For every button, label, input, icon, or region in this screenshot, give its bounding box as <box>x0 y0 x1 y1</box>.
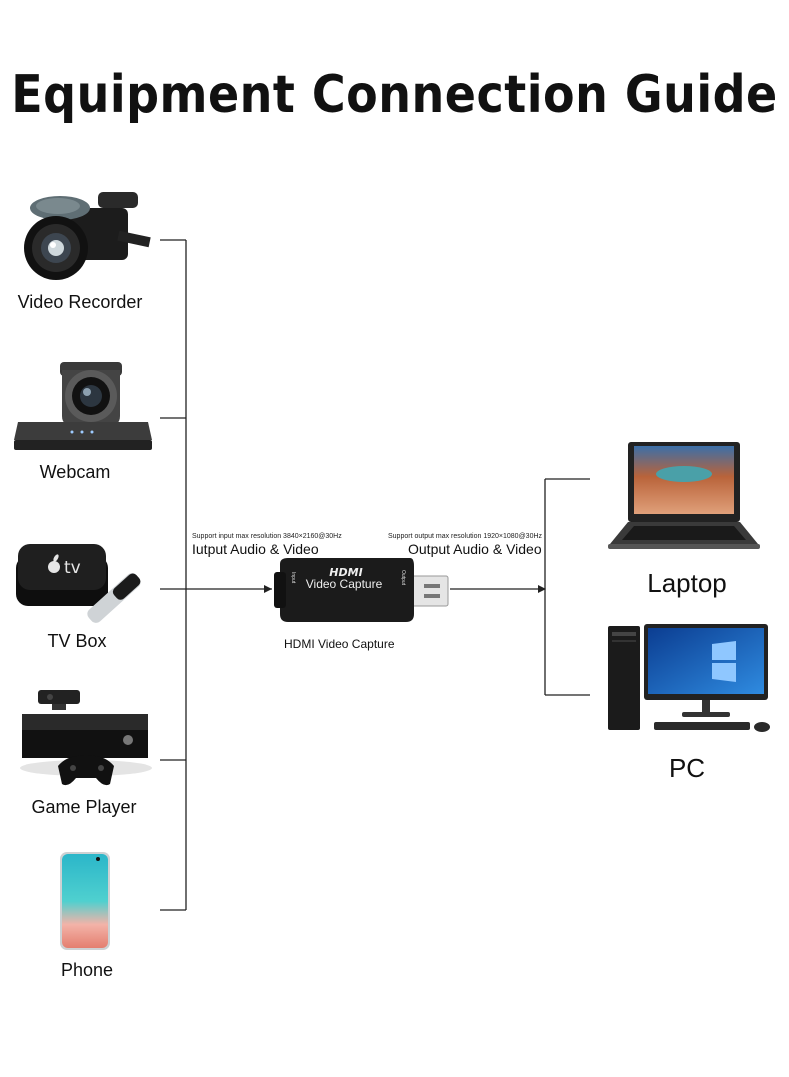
video-recorder-icon <box>24 192 151 280</box>
input-resolution-spec: Support input max resolution 3840×2160@3… <box>192 533 342 540</box>
device-text: Video Capture <box>306 577 383 591</box>
game-player-icon <box>20 690 152 786</box>
webcam-icon <box>14 362 152 450</box>
video-recorder-label: Video Recorder <box>17 292 143 312</box>
output-arrowhead <box>538 585 546 593</box>
hdmi-brand: HDMI <box>329 566 362 579</box>
laptop-icon <box>608 442 760 549</box>
pc-icon <box>608 624 770 732</box>
side-input-text: Input <box>290 572 296 584</box>
apple-logo-icon <box>48 554 60 573</box>
tv-logo: tv <box>64 558 81 578</box>
tv-box-label: TV Box <box>47 631 107 651</box>
input-label: Iutput Audio & Video <box>192 541 319 557</box>
webcam-label: Webcam <box>39 462 111 482</box>
pc-label: PC <box>668 753 706 783</box>
capture-caption: HDMI Video Capture <box>284 637 395 651</box>
game-player-label: Game Player <box>31 797 137 817</box>
laptop-label: Laptop <box>647 568 727 598</box>
page-title: Equipment Connection Guide <box>11 64 778 125</box>
hdmi-capture-device: HDMI Video Capture Input Output <box>274 558 449 622</box>
phone-icon <box>60 852 110 950</box>
phone-label: Phone <box>60 960 114 980</box>
input-arrowhead <box>264 585 272 593</box>
output-resolution-spec: Support output max resolution 1920×1080@… <box>388 533 543 540</box>
tv-box-icon: tv <box>16 544 141 623</box>
side-output-text: Output <box>400 570 406 586</box>
output-label: Output Audio & Video <box>408 541 542 557</box>
